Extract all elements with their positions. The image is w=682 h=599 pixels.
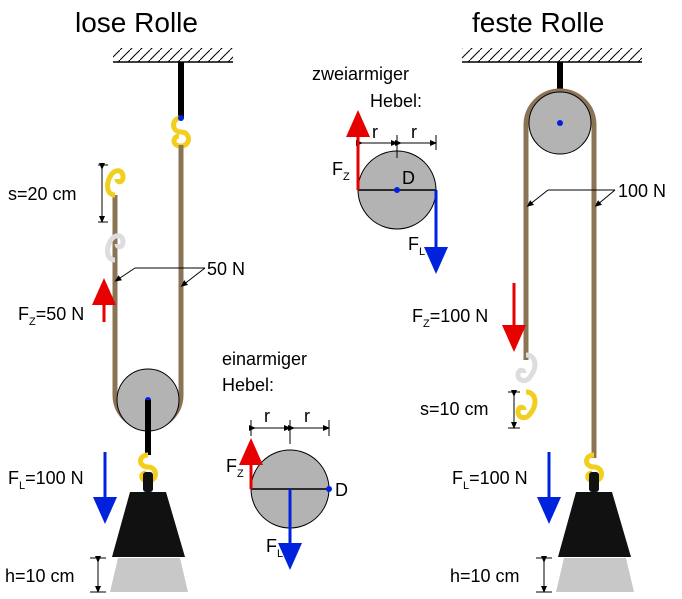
fixed-fl-label: FL=100 N (452, 468, 528, 492)
pull-hook-ghost-right (515, 352, 538, 384)
one-arm-r-right: r (304, 406, 310, 426)
fixed-pulley-system: feste Rolle 100 N FZ=100 N s=10 cm FL=10… (412, 7, 666, 593)
weight-base-left (110, 558, 188, 592)
fixed-rope-force-label: 100 N (618, 181, 666, 201)
one-arm-caption-1: einarmiger (222, 349, 307, 369)
one-arm-fl-label: FL (266, 536, 283, 560)
loose-fl-label: FL=100 N (8, 468, 84, 492)
pull-hook-right (515, 389, 538, 421)
two-arm-lever: zweiarmiger Hebel: D r r FZ FL (312, 64, 448, 274)
weight-base-right (556, 558, 634, 592)
fixed-distance-label: s=10 cm (420, 399, 489, 419)
one-arm-r-left: r (264, 406, 270, 426)
two-arm-fl-label: FL (408, 234, 425, 258)
pull-hook-ghost-left (105, 233, 126, 263)
fixed-height-label: h=10 cm (450, 566, 520, 586)
two-arm-r-left: r (372, 122, 378, 142)
loose-pulley-title: lose Rolle (75, 7, 198, 38)
loose-height-label: h=10 cm (5, 566, 75, 586)
one-arm-pivot: D (335, 480, 348, 500)
two-arm-caption-1: zweiarmiger (312, 64, 409, 84)
ceiling-right (462, 48, 642, 62)
one-arm-fz-label: FZ (226, 456, 244, 480)
load-hook-right (584, 452, 604, 484)
one-arm-caption-2: Hebel: (222, 375, 274, 395)
ceiling-left (113, 48, 233, 62)
fixed-fz-label: FZ=100 N (412, 306, 488, 330)
anchor-hook-left (171, 115, 191, 149)
loose-fz-label: FZ=50 N (18, 304, 84, 328)
two-arm-caption-2: Hebel: (370, 91, 422, 111)
one-arm-lever: einarmiger Hebel: D r r FZ FL (222, 349, 348, 570)
loose-distance-label: s=20 cm (8, 184, 77, 204)
two-arm-fz-label: FZ (332, 159, 350, 183)
pull-hook-left (105, 168, 126, 198)
loose-pulley-system: lose Rolle s=20 cm 50 N FZ=5 (5, 7, 245, 593)
fixed-pulley-title: feste Rolle (472, 7, 604, 38)
weight-right (558, 492, 631, 557)
two-arm-pivot: D (402, 168, 415, 188)
weight-left (112, 492, 185, 557)
loose-rope-force-label: 50 N (207, 259, 245, 279)
two-arm-r-right: r (411, 122, 417, 142)
load-hook-left (138, 452, 158, 484)
